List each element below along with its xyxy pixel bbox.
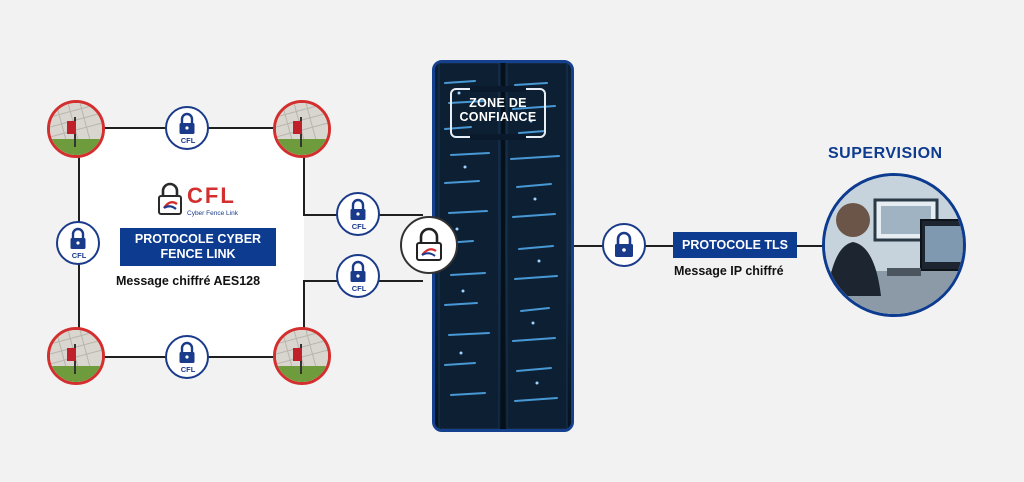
lock-icon: [615, 231, 633, 257]
cfl-protocol-line2: FENCE LINK: [160, 247, 236, 261]
logo-text: CFL: [187, 183, 236, 208]
cfl-logo: CFL Cyber Fence Link: [156, 182, 242, 224]
fence-sensor-icon: [47, 327, 105, 385]
lock-icon: [350, 198, 366, 220]
tls-protocol-label: PROTOCOLE TLS: [673, 232, 797, 258]
trust-zone-frame-gap: [470, 86, 526, 92]
trust-zone-line1: ZONE DE: [469, 96, 527, 110]
fence-sensor-icon: [273, 327, 331, 385]
cfl-message-caption: Message chiffré AES128: [116, 274, 261, 288]
trust-zone-line2: CONFIANCE: [459, 110, 537, 124]
cfl-lock-badge: CFL: [165, 106, 209, 150]
cfl-lock-badge: CFL: [336, 192, 380, 236]
logo-lock-icon: [158, 182, 182, 215]
cfl-lock-badge: CFL: [56, 221, 100, 265]
cfl-protocol-line1: PROTOCOLE CYBER: [134, 232, 262, 246]
badge-cfl-text: CFL: [71, 251, 87, 260]
fence-sensor-icon: [47, 100, 105, 158]
lock-icon: [179, 341, 195, 363]
link-right: [303, 127, 305, 216]
link-right-lower: [303, 280, 305, 358]
lock-icon: [350, 260, 366, 282]
trust-zone-label: ZONE DE CONFIANCE: [452, 96, 544, 124]
lock-icon: [416, 227, 442, 261]
badge-cfl-text: CFL: [351, 284, 367, 293]
supervision-title: SUPERVISION: [828, 145, 943, 162]
tls-lock-badge: [602, 223, 646, 267]
lock-icon: [70, 227, 86, 249]
trust-zone-frame-gap: [470, 134, 526, 140]
fence-sensor-icon: [273, 100, 331, 158]
lock-icon: [179, 112, 195, 134]
cfl-protocol-label: PROTOCOLE CYBER FENCE LINK: [120, 228, 276, 266]
gateway-lock-badge: [400, 216, 458, 274]
badge-cfl-text: CFL: [180, 136, 196, 145]
badge-cfl-text: CFL: [351, 222, 367, 231]
tls-message-caption: Message IP chiffré: [674, 264, 784, 278]
cfl-lock-badge: CFL: [336, 254, 380, 298]
operator-monitor-image: [822, 173, 966, 317]
cfl-lock-badge: CFL: [165, 335, 209, 379]
logo-tagline: Cyber Fence Link: [187, 210, 238, 217]
badge-cfl-text: CFL: [180, 365, 196, 374]
